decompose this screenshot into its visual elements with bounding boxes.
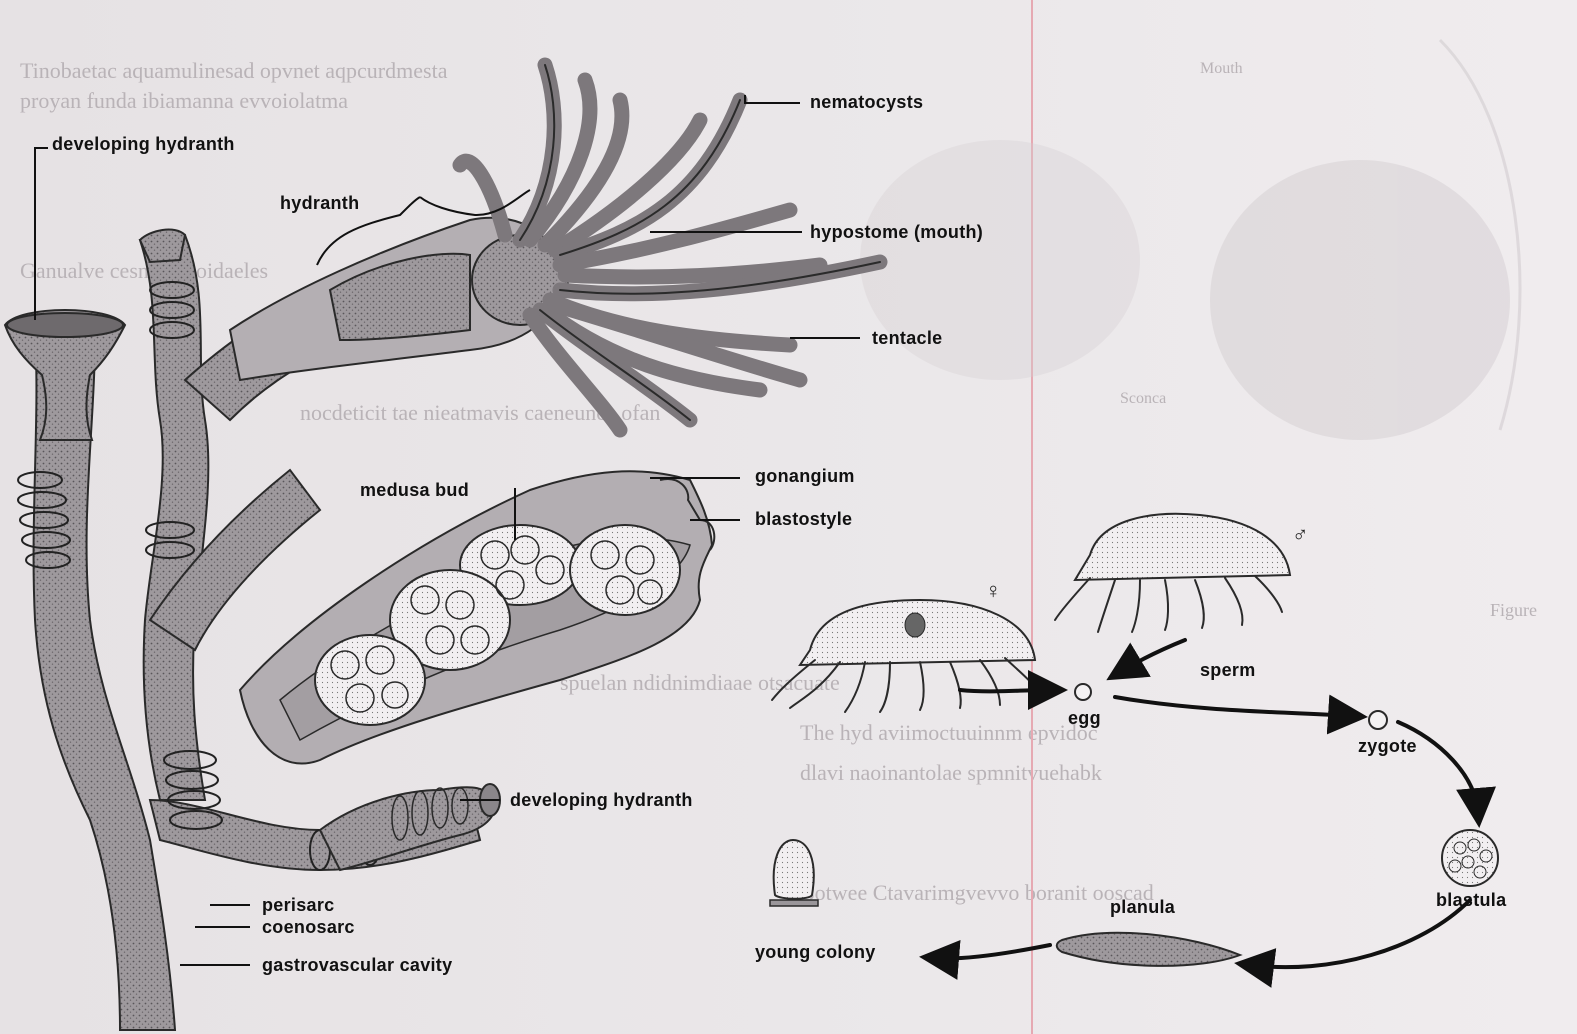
label-planula: planula	[1110, 897, 1175, 918]
label-developing-hydranth-bottom: developing hydranth	[510, 790, 693, 811]
label-young-colony: young colony	[755, 942, 876, 963]
label-medusa-bud: medusa bud	[360, 480, 469, 501]
label-nematocysts: nematocysts	[810, 92, 923, 113]
life-cycle-arrows	[935, 640, 1478, 967]
egg	[1075, 684, 1091, 700]
young-colony	[770, 840, 818, 906]
label-developing-hydranth-top: developing hydranth	[52, 134, 235, 155]
label-perisarc: perisarc	[262, 895, 334, 916]
label-blastostyle: blastostyle	[755, 509, 852, 530]
label-gastrovascular-cavity: gastrovascular cavity	[262, 955, 452, 976]
label-hypostome: hypostome (mouth)	[810, 222, 983, 243]
planula	[1057, 933, 1240, 966]
label-gonangium: gonangium	[755, 466, 855, 487]
label-coenosarc: coenosarc	[262, 917, 355, 938]
label-tentacle: tentacle	[872, 328, 942, 349]
zygote	[1369, 711, 1387, 729]
male-medusa	[1055, 514, 1290, 632]
female-medusa	[772, 600, 1035, 712]
label-hydranth: hydranth	[280, 193, 359, 214]
label-blastula: blastula	[1436, 890, 1506, 911]
label-egg: egg	[1068, 708, 1101, 729]
male-symbol: ♂	[1292, 522, 1309, 548]
label-sperm: sperm	[1200, 660, 1256, 681]
female-symbol: ♀	[985, 578, 1002, 604]
blastula	[1442, 830, 1498, 886]
label-zygote: zygote	[1358, 736, 1417, 757]
